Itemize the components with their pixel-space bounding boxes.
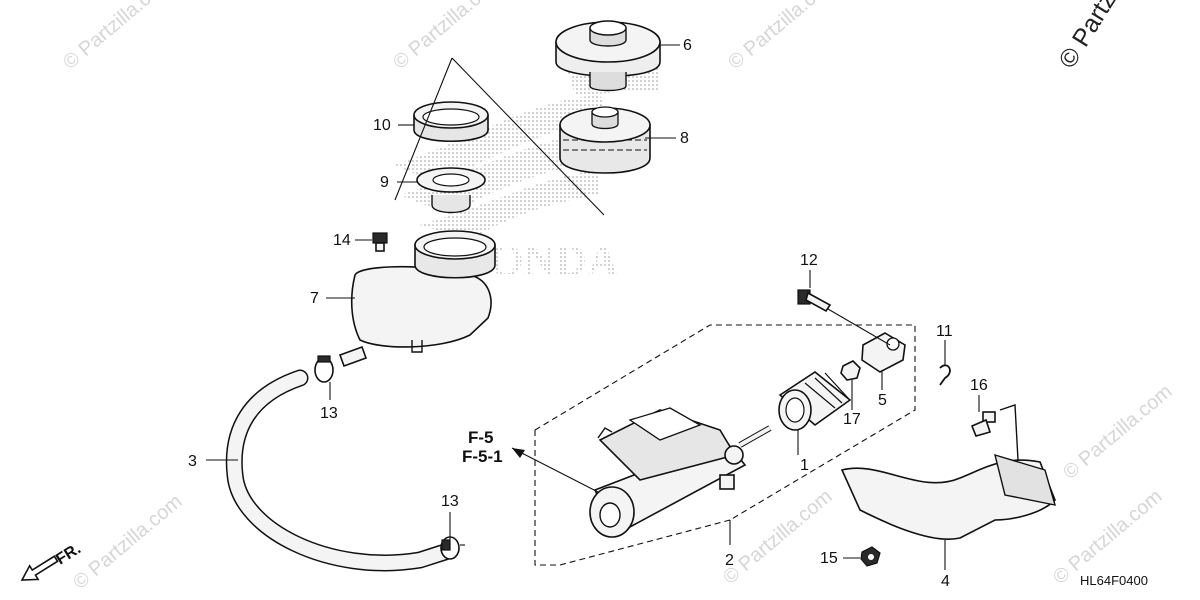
part-11-pin[interactable] bbox=[939, 364, 951, 386]
part-2-master-cylinder[interactable] bbox=[589, 407, 772, 538]
part-17-nut[interactable] bbox=[840, 360, 861, 381]
callout-13-upper[interactable]: 13 bbox=[320, 405, 338, 422]
callout-3[interactable]: 3 bbox=[188, 453, 197, 470]
part-5-joint[interactable] bbox=[861, 332, 906, 373]
part-3-hose[interactable] bbox=[225, 369, 454, 572]
callout-labels: 1 2 3 4 5 6 7 8 9 10 11 12 13 13 14 15 1… bbox=[188, 37, 988, 590]
front-label: FR. bbox=[53, 540, 84, 568]
watermark-text: © Partzilla.com bbox=[724, 0, 841, 74]
part-6-cap[interactable] bbox=[555, 20, 661, 92]
callout-2[interactable]: 2 bbox=[725, 552, 734, 569]
callout-7[interactable]: 7 bbox=[310, 290, 319, 307]
watermark-text: © Partzilla.com bbox=[59, 0, 176, 74]
front-arrow-icon bbox=[20, 555, 59, 581]
part-1-boot[interactable] bbox=[778, 371, 852, 431]
part-15-bolt[interactable] bbox=[860, 546, 881, 567]
callout-10[interactable]: 10 bbox=[373, 117, 391, 134]
part-13-clamp-upper[interactable] bbox=[314, 355, 334, 383]
part-10-ring[interactable] bbox=[413, 101, 489, 142]
diagram-code: HL64F0400 bbox=[1080, 573, 1148, 588]
watermark-text: © Partzilla.com bbox=[69, 490, 186, 593]
callout-17[interactable]: 17 bbox=[843, 411, 861, 428]
callout-1[interactable]: 1 bbox=[800, 457, 809, 474]
hose-fill bbox=[227, 371, 452, 570]
callout-6[interactable]: 6 bbox=[683, 37, 692, 54]
callout-11[interactable]: 11 bbox=[936, 323, 953, 340]
callout-16[interactable]: 16 bbox=[970, 377, 988, 394]
callout-8[interactable]: 8 bbox=[680, 130, 689, 147]
part-14-bolt[interactable] bbox=[372, 232, 388, 252]
watermark-corner: © Partzilla.com bbox=[1053, 0, 1166, 73]
section-ref-f5[interactable]: F-5 bbox=[468, 428, 494, 447]
callout-4[interactable]: 4 bbox=[941, 573, 950, 590]
callout-12[interactable]: 12 bbox=[800, 252, 818, 269]
callout-14[interactable]: 14 bbox=[333, 232, 351, 249]
callout-9[interactable]: 9 bbox=[380, 174, 389, 191]
watermark-text: © Partzilla.com bbox=[389, 0, 506, 74]
leader-lines bbox=[206, 44, 980, 570]
callout-15[interactable]: 15 bbox=[820, 550, 838, 567]
part-13-clamp-lower[interactable] bbox=[440, 536, 460, 560]
part-12-bolt[interactable] bbox=[797, 289, 832, 313]
section-ref-f5-1[interactable]: F-5-1 bbox=[462, 447, 503, 466]
watermark-text: © Partzilla.com bbox=[1059, 380, 1176, 483]
callout-13-lower[interactable]: 13 bbox=[441, 493, 459, 510]
callout-5[interactable]: 5 bbox=[878, 392, 887, 409]
part-9-holder[interactable] bbox=[416, 167, 486, 214]
part-16-bolt[interactable] bbox=[970, 411, 996, 437]
part-4-cover[interactable] bbox=[840, 404, 1056, 540]
part-7-case[interactable] bbox=[338, 230, 496, 368]
watermark-text: © Partzilla.com bbox=[719, 485, 836, 588]
part-8-filter-element[interactable] bbox=[559, 106, 651, 174]
